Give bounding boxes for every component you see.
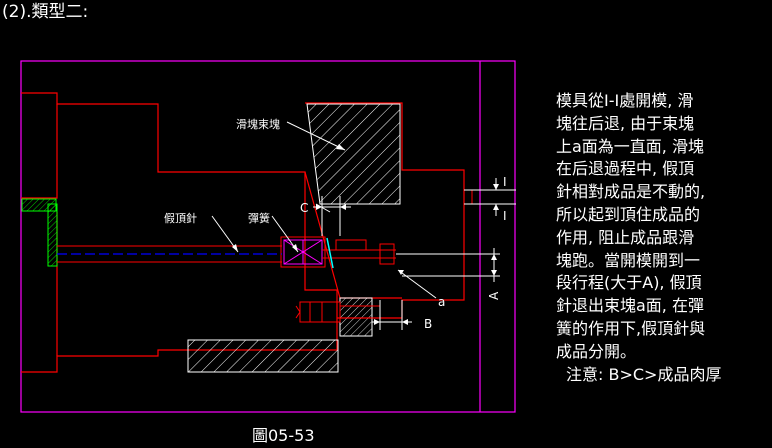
label-parting-top: I <box>503 175 507 189</box>
spring-pocket <box>280 236 326 268</box>
right-column <box>464 189 473 205</box>
label-parting-bottom: I <box>503 209 507 223</box>
lower-plate-hatch <box>187 339 339 373</box>
description-line: 在后退過程中, 假頂 <box>556 159 695 179</box>
label-spring: 彈簧 <box>248 211 270 225</box>
description-lines: 模具從I-I處開模, 滑塊往后退, 由于束塊上a面為一直面, 滑塊在后退過程中,… <box>556 90 766 364</box>
description-line: 簧的作用下,假頂針與 <box>556 318 706 338</box>
fake-ejector-pin <box>57 237 402 269</box>
label-dim-c: C <box>300 201 308 215</box>
label-face-a: a <box>438 295 445 309</box>
product-outline <box>21 92 338 373</box>
description-line: 模具從I-I處開模, 滑 <box>556 91 694 110</box>
description-text: 模具從I-I處開模, 滑塊往后退, 由于束塊上a面為一直面, 滑塊在后退過程中,… <box>556 90 766 386</box>
section-heading: (2).類型二: <box>2 2 89 22</box>
description-line: 作用, 阻止成品跟滑 <box>556 227 695 247</box>
description-line: 成品分開。 <box>556 341 637 361</box>
label-fake-pin: 假頂針 <box>164 211 197 225</box>
description-line: 所以起到頂住成品的 <box>556 204 701 224</box>
figure-caption: 圖05-53 <box>252 426 315 445</box>
label-dim-b: B <box>424 317 432 331</box>
description-line: 塊往后退, 由于束塊 <box>556 113 695 133</box>
description-line: 段行程(大于A), 假頂 <box>556 273 702 293</box>
description-line: 塊跑。當開模開到一 <box>556 250 701 270</box>
arrowheads <box>232 144 499 325</box>
mold-frame <box>20 60 516 413</box>
description-line: 針相對成品是不動的, <box>556 182 706 202</box>
description-line: 上a面為一直面, 滑塊 <box>556 136 704 156</box>
left-insert <box>21 198 58 267</box>
lower-ejector-bolt <box>295 301 380 323</box>
slider-wedge-hatch <box>306 103 401 205</box>
description-line: 針退出束塊a面, 在彈 <box>556 296 704 316</box>
lower-block-hatch <box>339 297 373 337</box>
label-dim-a: A <box>487 291 501 300</box>
note-text: 注意: B>C>成品肉厚 <box>566 364 722 384</box>
label-slider-block: 滑塊束塊 <box>236 118 280 131</box>
